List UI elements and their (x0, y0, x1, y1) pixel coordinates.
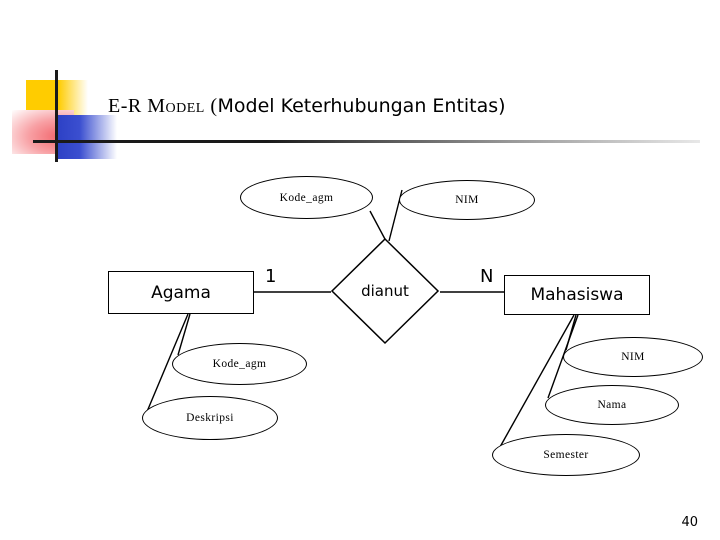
attribute-nim-top[interactable]: NIM (399, 180, 535, 220)
attribute-nim-top-label: NIM (455, 194, 479, 206)
page-title-suffix: Model Keterhubungan Entitas) (217, 95, 506, 117)
relationship-dianut-label: dianut (361, 282, 409, 300)
attribute-nama-label: Nama (597, 399, 627, 411)
attribute-kode-agm-bottom-label: Kode_agm (212, 358, 267, 370)
connector-mahasiswa-semester (499, 314, 575, 448)
entity-mahasiswa[interactable]: Mahasiswa (504, 275, 650, 315)
connector-agama-kode-agm (177, 313, 191, 356)
entity-mahasiswa-label: Mahasiswa (530, 285, 624, 305)
relationship-dianut[interactable]: dianut (330, 237, 440, 345)
attribute-kode-agm-top[interactable]: Kode_agm (240, 176, 373, 219)
attribute-deskripsi[interactable]: Deskripsi (142, 396, 278, 440)
attribute-semester[interactable]: Semester (492, 434, 640, 476)
page-title-prefix: E-R Model ( (108, 95, 218, 117)
attribute-semester-label: Semester (543, 449, 589, 461)
attribute-kode-agm-top-label: Kode_agm (279, 191, 334, 204)
entity-agama[interactable]: Agama (108, 271, 254, 314)
diamond-shape-icon (330, 237, 440, 345)
page-number: 40 (681, 515, 698, 530)
connector-kode-agm-top (369, 210, 387, 242)
attribute-nim-bottom[interactable]: NIM (563, 337, 703, 377)
horizontal-rule-decor (33, 140, 700, 143)
attribute-nama[interactable]: Nama (545, 385, 679, 425)
cardinality-left: 1 (265, 266, 277, 287)
entity-agama-label: Agama (151, 282, 211, 303)
page-title: E-R Model (Model Keterhubungan Entitas) (108, 95, 506, 118)
cardinality-right: N (480, 266, 494, 287)
connector-agama-deskripsi (145, 313, 189, 415)
attribute-deskripsi-label: Deskripsi (186, 412, 234, 424)
attribute-kode-agm-bottom[interactable]: Kode_agm (172, 343, 307, 385)
attribute-nim-bottom-label: NIM (621, 351, 645, 363)
